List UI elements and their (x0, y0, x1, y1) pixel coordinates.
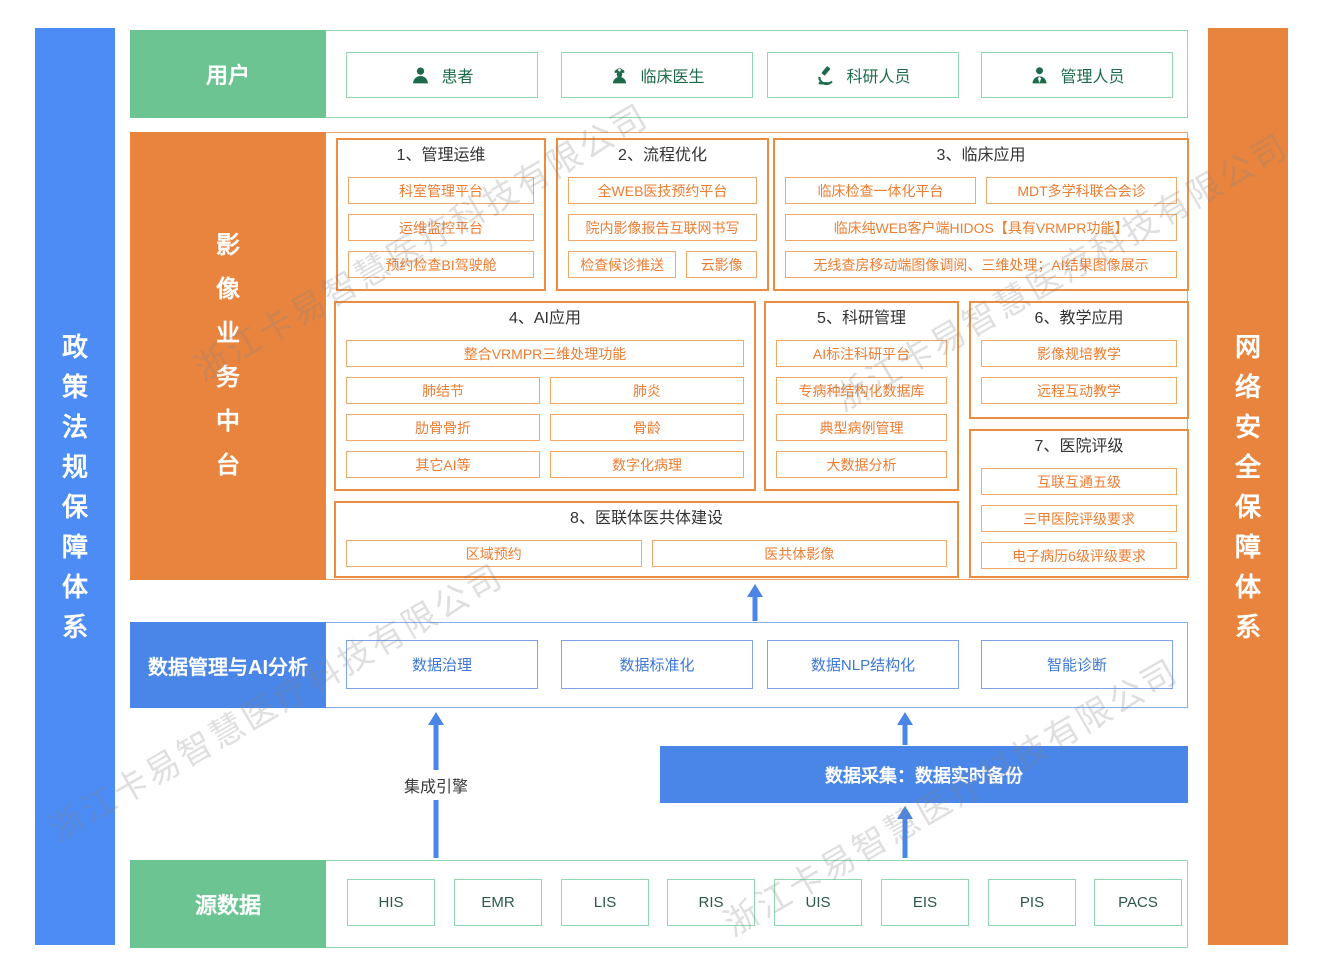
platform-item: 电子病历6级评级要求 (981, 542, 1177, 569)
platform-item: 检查候诊推送 (568, 251, 677, 278)
group-ai-application: 4、AI应用 整合VRMPR三维处理功能 肺结节 肺炎 肋骨骨折 骨龄 其它AI… (334, 301, 756, 491)
source-item-uis: UIS (774, 879, 862, 926)
platform-item: MDT多学科联合会诊 (986, 177, 1177, 204)
platform-item: 临床检查一体化平台 (785, 177, 976, 204)
source-item-eis: EIS (881, 879, 969, 926)
platform-item: 科室管理平台 (348, 177, 534, 204)
user-item-doctor: 临床医生 (561, 52, 753, 98)
platform-item: AI标注科研平台 (776, 340, 947, 367)
platform-section: 影像业务中台 1、管理运维 科室管理平台 运维监控平台 预约检查BI驾驶舱 2、… (130, 132, 1189, 580)
platform-item: 临床纯WEB客户端HIDOS【具有VRMPR功能】 (785, 214, 1177, 241)
data-mgmt-section-label: 数据管理与AI分析 (130, 622, 326, 708)
platform-item: 肺结节 (346, 377, 540, 404)
doctor-icon (609, 65, 630, 86)
platform-item: 典型病例管理 (776, 414, 947, 441)
arrow-head (897, 806, 913, 819)
admin-icon (1029, 65, 1050, 86)
network-security-bar: 网络安全保障体系 (1208, 28, 1288, 945)
arrow-head (747, 584, 763, 597)
users-section: 用户 患者 临床医生 科研人员 管理人员 (130, 30, 1188, 118)
group-title: 3、临床应用 (936, 147, 1026, 164)
arrow-shaft (752, 593, 758, 621)
platform-item: 肋骨骨折 (346, 414, 540, 441)
platform-item: 互联互通五级 (981, 468, 1177, 495)
source-item-his: HIS (347, 879, 435, 926)
source-data-section: 源数据 HIS EMR LIS RIS UIS EIS PIS PACS (130, 860, 1188, 948)
user-item-label: 管理人员 (1060, 69, 1125, 86)
data-mgmt-item: 数据治理 (346, 640, 538, 689)
arrow-head (897, 712, 913, 725)
platform-item: 肺炎 (550, 377, 744, 404)
data-collection-banner: 数据采集：数据实时备份 (660, 746, 1188, 803)
platform-item: 其它AI等 (346, 451, 540, 478)
data-mgmt-item: 数据NLP结构化 (767, 640, 959, 689)
platform-item: 骨龄 (550, 414, 744, 441)
platform-item: 三甲医院评级要求 (981, 505, 1177, 532)
user-item-label: 临床医生 (640, 69, 705, 86)
group-clinical-application: 3、临床应用 临床检查一体化平台 MDT多学科联合会诊 临床纯WEB客户端HID… (773, 138, 1189, 291)
group-medical-alliance: 8、医联体医共体建设 区域预约 医共体影像 (334, 501, 959, 578)
user-item-label: 患者 (441, 69, 474, 86)
platform-item: 远程互动教学 (981, 377, 1177, 404)
source-data-section-label: 源数据 (130, 860, 326, 948)
source-item-ris: RIS (667, 879, 755, 926)
arrow-head (428, 712, 444, 725)
data-mgmt-section: 数据管理与AI分析 数据治理 数据标准化 数据NLP结构化 智能诊断 (130, 622, 1188, 708)
platform-label-text: 影像业务中台 (215, 232, 240, 479)
platform-item: 区域预约 (346, 540, 642, 567)
policy-regulation-label: 政策法规保障体系 (61, 331, 88, 642)
user-item-label: 科研人员 (846, 69, 911, 86)
platform-item: 无线查房移动端图像调阅、三维处理；AI结果图像展示 (785, 251, 1177, 278)
network-security-label: 网络安全保障体系 (1234, 331, 1261, 642)
patient-icon (410, 65, 431, 86)
user-item-researcher: 科研人员 (767, 52, 959, 98)
arrow-shaft (902, 815, 908, 858)
platform-item: 运维监控平台 (348, 214, 534, 241)
arrow-source-to-collection (897, 806, 913, 858)
platform-item: 云影像 (686, 251, 757, 278)
group-title: 2、流程优化 (618, 147, 707, 164)
group-management-ops: 1、管理运维 科室管理平台 运维监控平台 预约检查BI驾驶舱 (336, 138, 546, 291)
platform-item: 专病种结构化数据库 (776, 377, 947, 404)
platform-item: 院内影像报告互联网书写 (568, 214, 757, 241)
source-item-pis: PIS (988, 879, 1076, 926)
group-title: 7、医院评级 (1034, 438, 1124, 455)
user-item-patient: 患者 (346, 52, 538, 98)
platform-item: 全WEB医技预约平台 (568, 177, 757, 204)
platform-item: 影像规培教学 (981, 340, 1177, 367)
group-teaching-application: 6、教学应用 影像规培教学 远程互动教学 (969, 301, 1189, 419)
arrow-datamgmt-to-platform (747, 584, 763, 621)
arrow-collection-to-datamgmt (897, 712, 913, 745)
group-process-optimization: 2、流程优化 全WEB医技预约平台 院内影像报告互联网书写 检查候诊推送 云影像 (556, 138, 769, 291)
source-item-lis: LIS (561, 879, 649, 926)
platform-item: 医共体影像 (651, 540, 947, 567)
platform-section-label: 影像业务中台 (130, 132, 326, 580)
group-research-management: 5、科研管理 AI标注科研平台 专病种结构化数据库 典型病例管理 大数据分析 (764, 301, 959, 491)
data-mgmt-item: 数据标准化 (561, 640, 753, 689)
users-section-label: 用户 (130, 30, 326, 118)
researcher-icon (815, 65, 836, 86)
source-item-pacs: PACS (1094, 879, 1182, 926)
group-title: 5、科研管理 (817, 310, 906, 327)
platform-item: 预约检查BI驾驶舱 (348, 251, 534, 278)
group-title: 4、AI应用 (508, 310, 582, 327)
group-title: 6、教学应用 (1034, 310, 1124, 327)
data-mgmt-item: 智能诊断 (981, 640, 1173, 689)
group-title: 1、管理运维 (396, 147, 486, 164)
platform-item: 数字化病理 (550, 451, 744, 478)
user-item-admin: 管理人员 (981, 52, 1173, 98)
group-title: 8、医联体医共体建设 (570, 510, 723, 527)
source-item-emr: EMR (454, 879, 542, 926)
group-hospital-rating: 7、医院评级 互联互通五级 三甲医院评级要求 电子病历6级评级要求 (969, 429, 1189, 578)
platform-item: 大数据分析 (776, 451, 947, 478)
platform-item: 整合VRMPR三维处理功能 (346, 340, 744, 367)
arrow-shaft (902, 721, 908, 745)
policy-regulation-bar: 政策法规保障体系 (35, 28, 115, 945)
integration-engine-label: 集成引擎 (398, 770, 474, 800)
